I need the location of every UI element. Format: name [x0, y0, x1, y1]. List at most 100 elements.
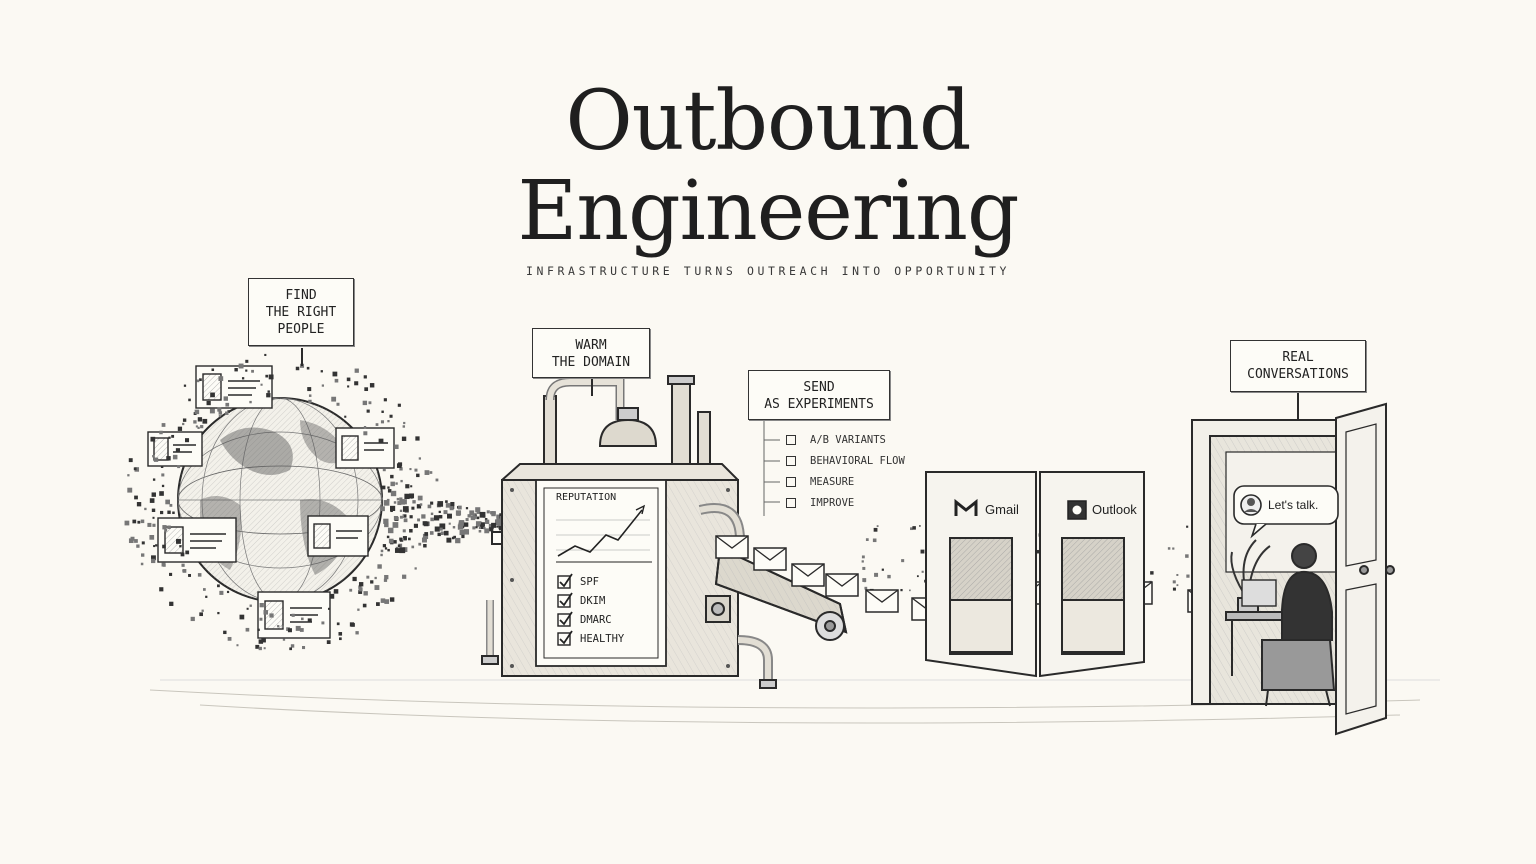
particle: [151, 558, 156, 564]
particle: [282, 638, 286, 641]
particle: [211, 368, 215, 372]
particle: [144, 507, 147, 511]
particle: [200, 425, 204, 429]
particle: [197, 426, 200, 429]
particle: [473, 513, 476, 516]
particle: [437, 501, 444, 507]
particle: [402, 538, 405, 541]
particle: [281, 625, 284, 628]
particle: [190, 616, 195, 622]
particle: [349, 588, 353, 592]
particle: [433, 515, 440, 521]
particle: [429, 531, 434, 535]
particle: [140, 562, 144, 566]
particle: [197, 417, 203, 422]
particle: [483, 526, 486, 530]
particle: [437, 532, 441, 537]
particle: [479, 511, 486, 518]
particle: [352, 576, 357, 582]
particle: [390, 505, 396, 512]
particle: [476, 510, 481, 514]
sign-line: SEND: [803, 380, 835, 395]
particle: [161, 473, 165, 477]
particle: [384, 599, 390, 604]
particle: [308, 399, 312, 404]
particle: [399, 515, 403, 519]
particle: [384, 574, 389, 580]
particle: [327, 607, 331, 610]
checkbox-icon: [786, 476, 796, 487]
particle: [289, 647, 293, 651]
particle: [152, 523, 156, 527]
particle: [149, 535, 155, 540]
particle: [199, 612, 203, 617]
particle: [344, 415, 347, 418]
particle: [217, 584, 220, 588]
particle: [388, 538, 394, 544]
particle: [1172, 587, 1176, 591]
particle: [408, 537, 411, 541]
particle: [203, 588, 206, 591]
particle: [386, 535, 390, 539]
particle: [299, 628, 304, 632]
check-healthy: HEALTHY: [580, 633, 625, 645]
particle: [202, 418, 208, 424]
particle: [401, 436, 407, 441]
particle: [171, 434, 175, 438]
particle: [193, 420, 197, 424]
particle: [402, 529, 406, 533]
particle: [480, 522, 485, 527]
particle: [162, 525, 167, 530]
particle: [1172, 547, 1175, 550]
particle: [175, 448, 180, 453]
particle: [489, 527, 494, 532]
particle: [151, 508, 156, 513]
particle: [326, 640, 331, 645]
particle: [417, 495, 423, 501]
particle: [864, 586, 868, 590]
contact-card: [307, 515, 369, 557]
particle: [413, 523, 418, 528]
particle: [399, 499, 406, 505]
particle: [446, 537, 452, 543]
particle: [161, 484, 165, 488]
particle: [153, 545, 156, 548]
outlook-logo-icon: [1067, 500, 1087, 520]
particle: [136, 502, 142, 507]
particle: [404, 493, 410, 500]
particle: [461, 534, 465, 539]
particle: [301, 617, 304, 621]
particle: [153, 457, 159, 462]
particle: [267, 390, 270, 393]
particle: [396, 497, 400, 501]
sign-find-people: FIND THE RIGHT PEOPLE: [248, 278, 354, 346]
particle: [380, 497, 384, 500]
particle: [167, 525, 171, 529]
subtitle: INFRASTRUCTURE TURNS OUTREACH INTO OPPOR…: [525, 264, 1011, 278]
particle: [236, 644, 239, 647]
particle: [383, 398, 387, 402]
particle: [423, 521, 429, 527]
particle: [321, 384, 325, 387]
checklist-label: BEHAVIORAL FLOW: [810, 454, 905, 467]
particle: [389, 414, 393, 418]
particle: [266, 393, 271, 398]
particle: [435, 478, 439, 482]
particle: [411, 545, 415, 549]
particle: [438, 510, 441, 514]
particle: [185, 438, 190, 443]
particle: [358, 587, 363, 592]
particle: [227, 636, 232, 641]
title-line-2: Engineering: [517, 164, 1020, 259]
particle: [1167, 547, 1171, 550]
particle: [255, 644, 260, 649]
particle: [452, 526, 456, 529]
particle: [409, 468, 412, 471]
particle: [421, 537, 427, 543]
particle: [149, 498, 155, 503]
particle: [910, 527, 913, 531]
particle: [291, 613, 295, 617]
title-line-1: Outbound: [565, 74, 972, 169]
